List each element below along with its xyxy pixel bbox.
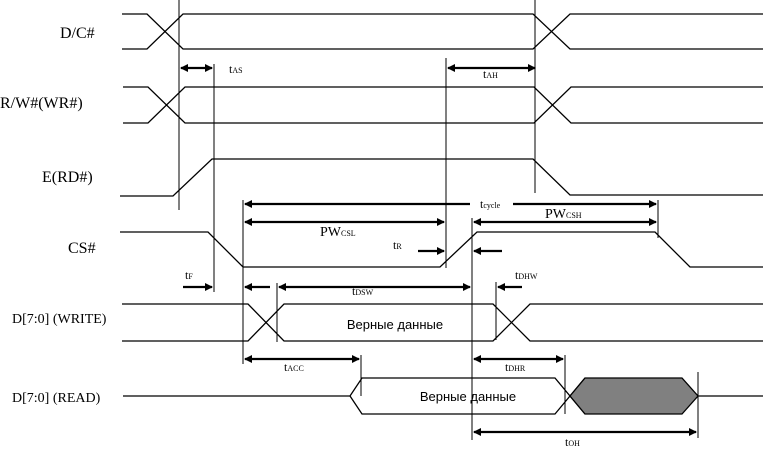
e-waveform	[120, 158, 763, 197]
label-tdhr: tDHR	[505, 360, 526, 374]
label-pwcsl: PWCSL	[320, 225, 356, 240]
rw-waveform	[123, 86, 763, 124]
cs-waveform	[120, 231, 763, 268]
label-toh: tOH	[565, 435, 580, 449]
signal-label-dwrite: D[7:0] (WRITE)	[12, 312, 107, 327]
label-pwcsh: PWCSH	[545, 207, 582, 222]
label-tacc: tACC	[284, 360, 304, 374]
signal-label-rw: R/W#(WR#)	[0, 95, 83, 112]
read-valid-data-label: Верные данные	[420, 389, 516, 404]
label-tdsw: tDSW	[352, 284, 374, 298]
label-tdhw: tDHW	[515, 268, 538, 282]
signal-label-dc: D/C#	[60, 25, 95, 42]
signal-label-dread: D[7:0] (READ)	[12, 391, 101, 406]
timing-arrows	[180, 64, 697, 436]
label-tas: tAS	[229, 62, 243, 76]
dc-waveform	[122, 13, 763, 50]
label-tcycle: tcycle	[480, 197, 501, 211]
label-tf: tF	[185, 268, 193, 282]
label-tah: tAH	[483, 67, 498, 81]
write-valid-data-label: Верные данные	[347, 317, 443, 332]
signal-label-e: E(RD#)	[42, 169, 93, 186]
reference-lines	[178, 0, 699, 440]
signal-label-cs: CS#	[68, 240, 96, 257]
dwrite-waveform	[122, 303, 763, 342]
invalid-data-region	[569, 377, 699, 415]
label-tr: tR	[393, 238, 402, 252]
